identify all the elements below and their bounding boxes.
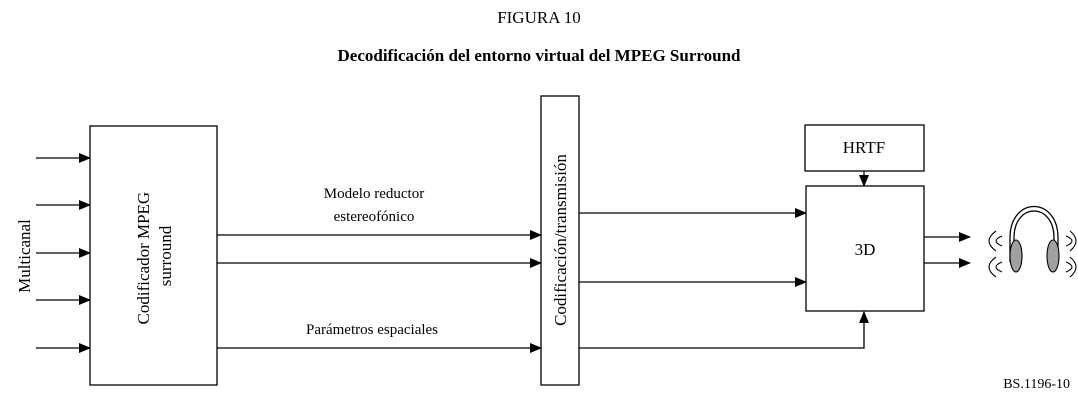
decoded-params-arrow <box>579 311 869 349</box>
downmix-label-line2: estereofónico <box>334 209 415 225</box>
figure-reference: BS.1196-10 <box>1003 377 1070 392</box>
hrtf-box <box>804 124 925 172</box>
encoder-box <box>89 125 218 386</box>
encoder-label: Codificador MPEG surround <box>134 188 175 325</box>
hrtf-label: HRTF <box>843 138 885 157</box>
spatial-params-label: Parámetros espaciales <box>306 322 438 338</box>
encoder-label-line2: surround <box>156 225 175 286</box>
coding-transmission-label: Codificación/transmisión <box>551 154 570 326</box>
multichannel-label: Multicanal <box>15 219 34 293</box>
encoder-label-line1: Codificador MPEG <box>134 192 153 325</box>
headphones-icon <box>988 205 1077 278</box>
figure-number: FIGURA 10 <box>497 8 581 27</box>
downmix-label-line1: Modelo reductor <box>324 186 424 202</box>
figure-title: Decodificación del entorno virtual del M… <box>337 46 741 65</box>
processor-3d-label: 3D <box>855 240 876 259</box>
coding-transmission-box <box>540 95 580 386</box>
processor-3d-box <box>805 185 925 312</box>
